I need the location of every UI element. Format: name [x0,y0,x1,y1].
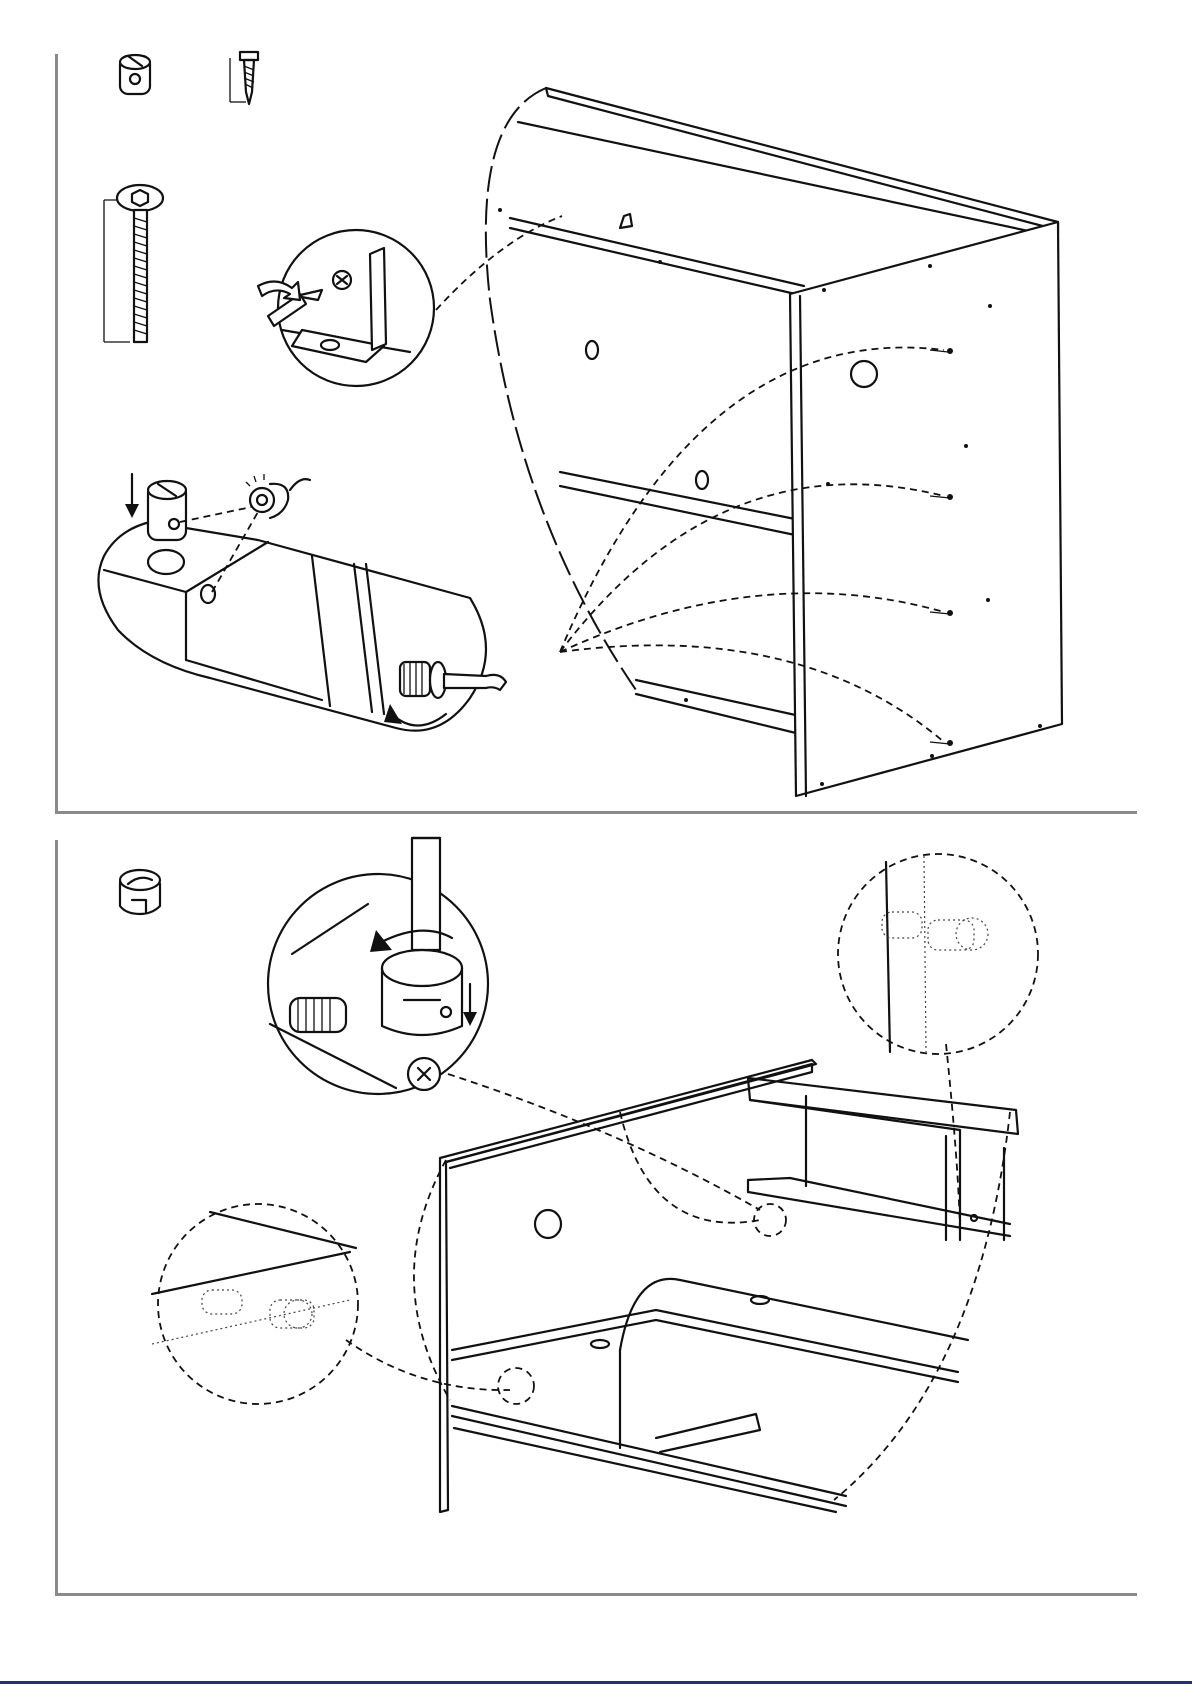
cabinet-carcass-a [436,88,1062,796]
barrel-nut-insert-detail [98,474,506,731]
cam-dowel-top-detail [838,854,1038,1054]
cabinet-carcass-b [346,1044,1018,1512]
hex-bolt-icon [104,185,163,342]
cam-lock-tighten-detail [268,838,488,1094]
barrel-nut-icon [120,55,150,94]
wood-screw-icon [230,52,258,104]
cam-dowel-bottom-detail [152,1204,358,1404]
footer-rule [0,1681,1192,1684]
cam-lock-icon [120,870,160,914]
bracket-screw-detail [258,230,434,386]
